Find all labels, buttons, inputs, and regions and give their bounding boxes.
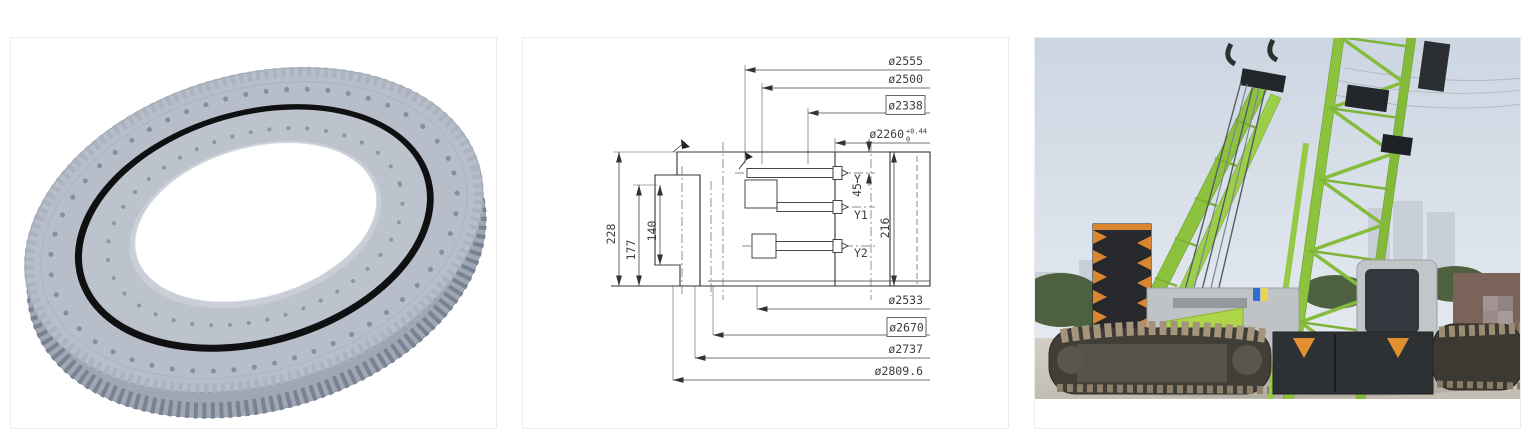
dim-d2338: ø2338: [888, 99, 923, 113]
crane-photo-graphic: [1035, 38, 1520, 399]
dim-h228: 228: [604, 224, 618, 245]
grease-port-y: [738, 152, 850, 180]
grease-port-y1: [744, 179, 850, 214]
bearing-render-image[interactable]: [10, 37, 497, 429]
section-geometry: [611, 139, 931, 287]
bearing-render-graphic: [23, 66, 487, 419]
inner-bolt-holes: [105, 126, 405, 328]
slewing-bearing-ring: [23, 66, 487, 419]
dims-left: 228 177 140: [604, 151, 682, 286]
crawler-track-right: [1432, 322, 1520, 391]
grease-port-y2: [751, 233, 850, 259]
operator-cab: [1356, 259, 1438, 347]
dim-h216: 216: [878, 218, 892, 239]
dim-d2260-tol-lower: 0: [906, 136, 910, 144]
dim-d2260: ø2260: [869, 127, 904, 141]
crawler-track-left: [1048, 321, 1272, 395]
dim-d2533: ø2533: [888, 293, 923, 307]
port-label-y2: Y2: [854, 246, 868, 260]
carbody: [1272, 331, 1434, 395]
dim-h140: 140: [645, 221, 659, 242]
port-label-y1: Y1: [854, 208, 868, 222]
dim-d2260-tol-upper: +0.44: [906, 128, 927, 136]
dims-bottom: ø2533 ø2670 ø2737 ø2809.6: [672, 286, 930, 383]
centerlines: [681, 142, 875, 300]
dim-d2670: ø2670: [889, 321, 924, 335]
dim-d2737: ø2737: [888, 342, 923, 356]
port-label-y: Y: [854, 172, 861, 186]
dims-right: 45 216: [850, 139, 897, 286]
pendant-cables: [1184, 81, 1266, 297]
technical-drawing-image[interactable]: Y Y1 Y2 ø2555 ø2500 ø2338 ø2260 +0.44 0: [522, 37, 1009, 429]
bearing-section-drawing: Y Y1 Y2 ø2555 ø2500 ø2338 ø2260 +0.44 0: [604, 54, 931, 383]
dim-d2555: ø2555: [888, 54, 923, 68]
dim-h177: 177: [624, 240, 638, 261]
image-gallery-strip: Y Y1 Y2 ø2555 ø2500 ø2338 ø2260 +0.44 0: [10, 37, 1521, 429]
outer-bolt-holes: [48, 86, 460, 374]
dim-d2500: ø2500: [888, 72, 923, 86]
dim-h45: 45: [850, 183, 864, 197]
dims-top: ø2555 ø2500 ø2338 ø2260 +0.44 0: [744, 54, 930, 164]
dim-d2809-6: ø2809.6: [875, 364, 924, 378]
gantry-mast: [1142, 38, 1287, 313]
crane-photo-image[interactable]: [1034, 37, 1521, 429]
seal-ring: [74, 104, 434, 352]
